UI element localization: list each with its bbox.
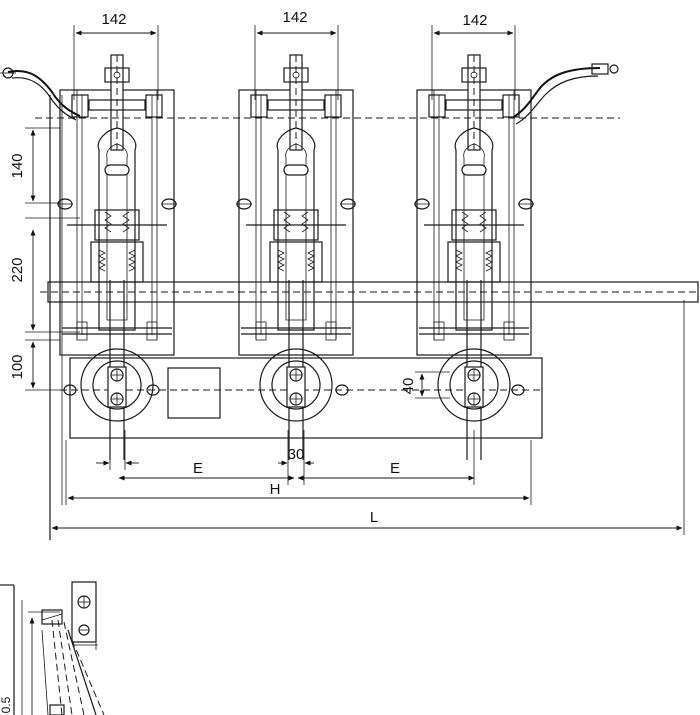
dim-30: 30 [288,446,305,463]
dim-140: 140 [9,153,26,178]
dim-L: L [370,509,378,526]
flexible-lead-left [7,70,81,117]
bushing-middle [259,348,333,422]
base-plate [69,357,543,439]
side-view-fragment: 0.5 [0,581,105,715]
dim-E-right: E [390,460,400,477]
bushing-left [80,348,154,422]
dim-142-middle: 142 [282,9,307,26]
dim-0-5: 0.5 [0,696,13,713]
dim-40: 40 [400,378,417,395]
dim-142-left: 142 [101,11,126,28]
flexible-lead-right [511,67,601,119]
dim-142-right: 142 [462,12,487,29]
dim-H: H [270,481,281,498]
dim-E-left: E [193,460,203,477]
bushing-right [437,348,511,422]
dim-220: 220 [9,257,26,282]
nameplate [167,367,221,419]
main-shaft [47,281,699,303]
dim-100: 100 [9,354,26,379]
